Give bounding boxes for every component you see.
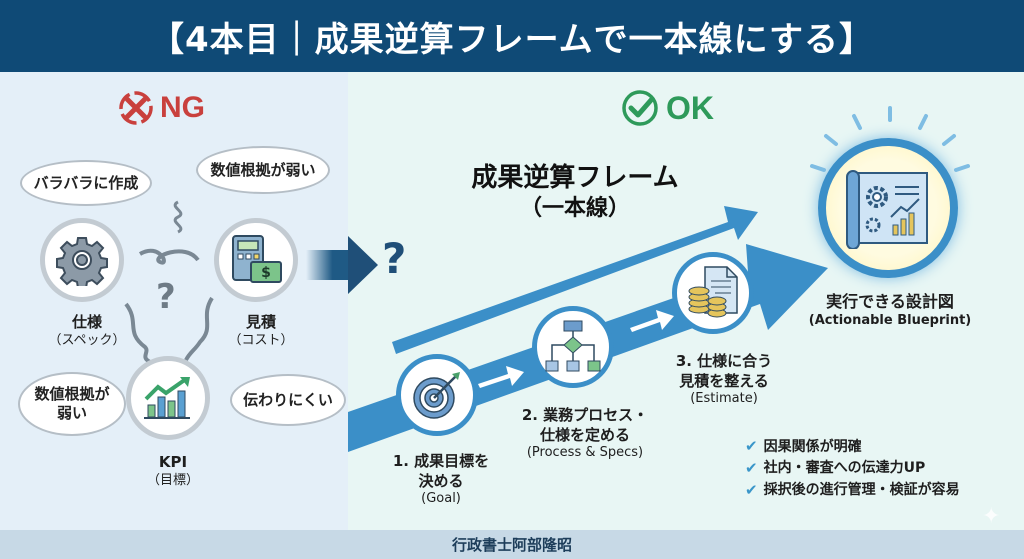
bubble-text: 数値根拠が弱い <box>34 385 110 422</box>
step-en: (Goal) <box>421 491 461 506</box>
check-icon: ✔ <box>745 480 758 499</box>
result-label: 実行できる設計図 (Actionable Blueprint) <box>800 292 980 330</box>
step-estimate-label: 3. 仕様に合う 見積を整える (Estimate) <box>664 352 784 408</box>
estimate-node: $ <box>214 218 298 302</box>
benefit-item: ✔ 因果関係が明確 <box>745 436 960 458</box>
check-icon: ✔ <box>745 437 758 455</box>
transition-arrow <box>306 236 378 294</box>
result-title: 実行できる設計図 <box>826 292 954 311</box>
header-banner: 【4本目｜成果逆算フレームで一本線にする】 <box>0 0 1024 72</box>
benefit-item: ✔ 採択後の進行管理・検証が容易 <box>745 480 960 502</box>
step-process-label: 2. 業務プロセス・ 仕様を定める (Process & Specs) <box>520 406 650 462</box>
ok-heading: OK <box>620 88 714 128</box>
target-icon <box>413 372 460 419</box>
squiggle-icon <box>173 200 183 234</box>
step-arrow <box>478 366 524 388</box>
benefit-text: 採択後の進行管理・検証が容易 <box>763 482 960 499</box>
chart-up-icon <box>144 377 190 419</box>
step-goal-node <box>396 354 478 436</box>
step-estimate-node <box>672 252 754 334</box>
bubble-text: 伝わりにくい <box>243 390 333 409</box>
spec-label: 仕様 （スペック） <box>40 313 134 349</box>
tangled-arrow <box>184 296 214 361</box>
frame-title-text: 成果逆算フレーム <box>471 163 679 193</box>
node-subtitle: （コスト） <box>228 332 294 348</box>
frame-title: 成果逆算フレーム （一本線） <box>450 162 700 222</box>
page-title: 【4本目｜成果逆算フレームで一本線にする】 <box>150 19 874 60</box>
step-line: 仕様を定める <box>539 425 630 444</box>
tangled-arrow <box>124 302 152 364</box>
upper-arrow <box>392 206 758 354</box>
flowchart-icon <box>545 320 601 372</box>
benefit-text: 社内・審査への伝達力UP <box>763 460 926 477</box>
speech-bubble: 伝わりにくい <box>230 374 346 426</box>
check-icon: ✔ <box>745 458 758 477</box>
estimate-label: 見積 （コスト） <box>214 313 308 349</box>
spec-node <box>40 218 124 302</box>
question-mark: ? <box>382 234 407 283</box>
question-mark: ? <box>156 277 176 317</box>
node-title: KPI <box>158 453 188 471</box>
frame-subtitle: （一本線） <box>519 195 630 221</box>
speech-bubble: 数値根拠が弱い <box>196 146 330 194</box>
step-en: (Process & Specs) <box>526 445 644 460</box>
sparkle-icon: ✦ <box>982 504 1001 529</box>
check-circle-icon <box>622 90 658 126</box>
tangled-arrow <box>138 248 200 265</box>
kpi-node <box>126 356 210 440</box>
step-process-node <box>532 306 614 388</box>
step-en: (Estimate) <box>690 391 758 406</box>
step-line: 2. 業務プロセス・ <box>521 406 649 424</box>
author-name: 行政書士阿部隆昭 <box>451 536 572 554</box>
benefit-item: ✔ 社内・審査への伝達力UP <box>745 458 960 480</box>
node-title: 見積 <box>245 313 276 331</box>
speech-bubble: 数値根拠が弱い <box>18 372 126 436</box>
step-line: 見積を整える <box>679 371 769 390</box>
bubble-text: 数値根拠が弱い <box>210 160 316 179</box>
result-en: (Actionable Blueprint) <box>808 312 972 328</box>
node-subtitle: （目標） <box>146 472 199 488</box>
blueprint-icon <box>846 170 928 249</box>
chaos-arrows: ? <box>124 200 214 364</box>
benefits-list: ✔ 因果関係が明確 ✔ 社内・審査への伝達力UP ✔ 採択後の進行管理・検証が容易 <box>745 436 960 501</box>
svg-text:$: $ <box>261 265 271 281</box>
ng-heading: NG <box>118 90 205 126</box>
result-node <box>818 138 958 278</box>
ng-label: NG <box>160 91 205 124</box>
speech-bubble: バラバラに作成 <box>20 160 152 206</box>
glow-rays <box>810 106 970 172</box>
bubble-text: バラバラに作成 <box>33 173 139 192</box>
step-arrow <box>630 310 674 332</box>
x-circle-icon <box>119 91 153 125</box>
step-line: 3. 仕様に合う <box>675 352 773 370</box>
step-line: 決める <box>418 471 464 490</box>
node-subtitle: （スペック） <box>48 332 126 348</box>
ok-label: OK <box>666 89 714 126</box>
document-coins-icon <box>688 266 738 318</box>
node-title: 仕様 <box>71 313 102 331</box>
step-goal-label: 1. 成果目標を 決める (Goal) <box>376 452 506 508</box>
step-line: 1. 成果目標を <box>392 452 490 470</box>
gear-icon <box>56 237 108 286</box>
kpi-label: KPI （目標） <box>126 453 220 489</box>
benefit-text: 因果関係が明確 <box>763 438 862 455</box>
footer: 行政書士阿部隆昭 <box>0 530 1024 559</box>
calculator-money-icon: $ <box>232 235 282 283</box>
